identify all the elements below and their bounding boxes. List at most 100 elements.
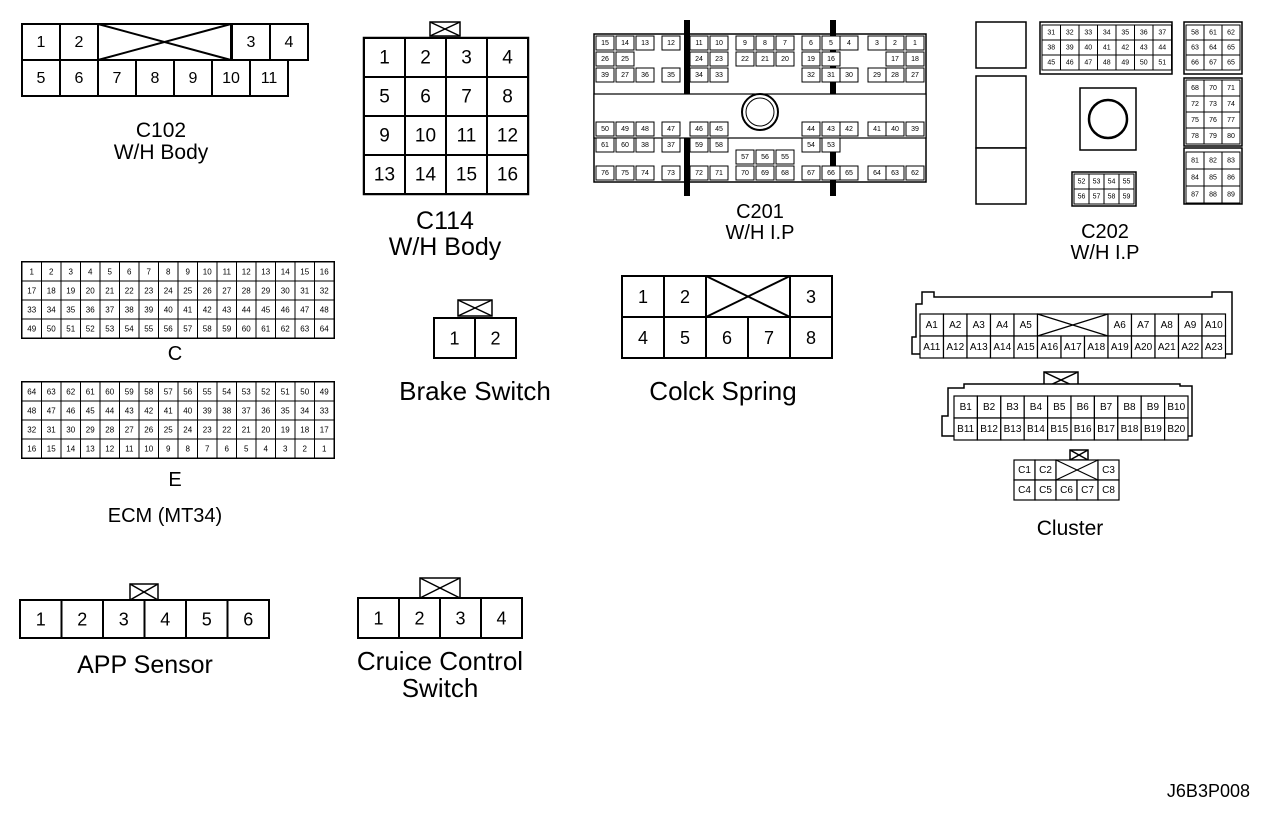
- pin-label: 38: [125, 306, 134, 315]
- pin-label: A21: [1158, 342, 1176, 353]
- pin-label: 43: [1140, 45, 1148, 52]
- pin-label: 21: [242, 426, 251, 435]
- pin-label: 53: [105, 325, 114, 334]
- pin-label: 3: [461, 48, 472, 69]
- pin-label: 20: [781, 56, 789, 63]
- pin-label: 55: [781, 154, 789, 161]
- pin-label: 58: [1108, 194, 1116, 201]
- pin-label: 2: [303, 445, 308, 454]
- pin-cell: [839, 67, 859, 83]
- pin-label: 39: [144, 306, 153, 315]
- pin-cell: [839, 165, 859, 181]
- pin-label: 67: [1209, 60, 1217, 67]
- pin-label: 50: [1140, 60, 1148, 67]
- pin-label: 36: [1140, 30, 1148, 37]
- pin-cell: [615, 67, 635, 83]
- pin-label: 70: [741, 170, 749, 177]
- pin-label: 16: [497, 165, 518, 186]
- cross-line: [1037, 313, 1109, 337]
- pin-label: 14: [66, 445, 75, 454]
- pin-label: 8: [151, 70, 160, 87]
- pin-label: 45: [86, 407, 95, 416]
- c102-name: C102: [135, 119, 187, 142]
- pin-label: C1: [1018, 465, 1031, 476]
- pin-label: B14: [1027, 424, 1045, 435]
- c102-caption: C102 W/H Body: [96, 119, 226, 164]
- pin-label: 30: [66, 426, 75, 435]
- pin-label: A12: [946, 342, 964, 353]
- pin-cell: [595, 35, 615, 51]
- pin-cell: [735, 35, 755, 51]
- pin-label: 57: [164, 388, 173, 397]
- pin-label: 39: [203, 407, 212, 416]
- pin-cell: [709, 165, 729, 181]
- pin-cell: [404, 76, 447, 117]
- pin-label: 47: [47, 407, 56, 416]
- pin-label: 68: [1191, 85, 1199, 92]
- pin-label: 47: [667, 126, 675, 133]
- pin-label: 37: [1158, 30, 1166, 37]
- pin-label: 62: [911, 170, 919, 177]
- pin-label: 57: [183, 325, 192, 334]
- pin-cell: [445, 154, 488, 195]
- pin-label: 61: [86, 388, 95, 397]
- pin-cell: [789, 316, 833, 359]
- c114-subtitle: W/H Body: [388, 233, 502, 262]
- pin-cell: [689, 35, 709, 51]
- pin-label: 49: [320, 388, 329, 397]
- pin-cell: [621, 316, 665, 359]
- pin-label: 53: [242, 388, 251, 397]
- clock-spring-caption: Colck Spring: [649, 376, 797, 406]
- pin-label: 50: [47, 325, 56, 334]
- pin-label: 4: [88, 268, 93, 277]
- pin-label: 16: [827, 56, 835, 63]
- pin-label: 22: [741, 56, 749, 63]
- pin-label: 8: [502, 87, 513, 108]
- pin-label: 54: [125, 325, 134, 334]
- pin-label: 2: [490, 329, 500, 349]
- pin-label: 27: [125, 426, 134, 435]
- pin-cell: [635, 35, 655, 51]
- pin-label: 46: [1066, 60, 1074, 67]
- pin-label: 56: [183, 388, 192, 397]
- pin-label: 30: [281, 287, 290, 296]
- c114-name: C114: [416, 207, 474, 235]
- pin-cell: [661, 121, 681, 137]
- pin-label: 16: [27, 445, 36, 454]
- pin-label: A22: [1181, 342, 1199, 353]
- pin-label: C3: [1102, 465, 1115, 476]
- pin-label: 1: [322, 445, 327, 454]
- pin-label: 32: [27, 426, 36, 435]
- pin-label: 51: [1158, 60, 1166, 67]
- pin-label: A19: [1111, 342, 1129, 353]
- image-code: J6B3P008: [1166, 781, 1250, 801]
- pin-cell: [735, 51, 755, 67]
- pin-label: 65: [1227, 45, 1235, 52]
- pin-label: 79: [1209, 133, 1217, 140]
- pin-label: 9: [743, 40, 747, 47]
- pin-label: 29: [261, 287, 270, 296]
- pin-label: 35: [281, 407, 290, 416]
- pin-label: 24: [695, 56, 703, 63]
- cross-line: [429, 21, 461, 37]
- cruise-switch-caption: Cruice Control Switch: [330, 647, 550, 703]
- pin-label: 7: [113, 70, 122, 87]
- pin-label: A8: [1161, 320, 1174, 331]
- pin-label: 22: [125, 287, 134, 296]
- pin-cell: [1221, 185, 1241, 204]
- pin-cell: [635, 137, 655, 153]
- pin-label: 2: [49, 268, 54, 277]
- pin-label: A5: [1020, 320, 1033, 331]
- pin-cell: [775, 149, 795, 165]
- pin-cell: [615, 51, 635, 67]
- pin-cell: [486, 154, 529, 195]
- pin-label: 36: [86, 306, 95, 315]
- pin-label: 15: [601, 40, 609, 47]
- pin-label: 24: [183, 426, 192, 435]
- pin-label: 12: [667, 40, 675, 47]
- pin-label: 5: [680, 328, 690, 348]
- pin-cell: [905, 165, 925, 181]
- pin-label: 1: [37, 34, 46, 51]
- pin-label: B13: [1004, 424, 1022, 435]
